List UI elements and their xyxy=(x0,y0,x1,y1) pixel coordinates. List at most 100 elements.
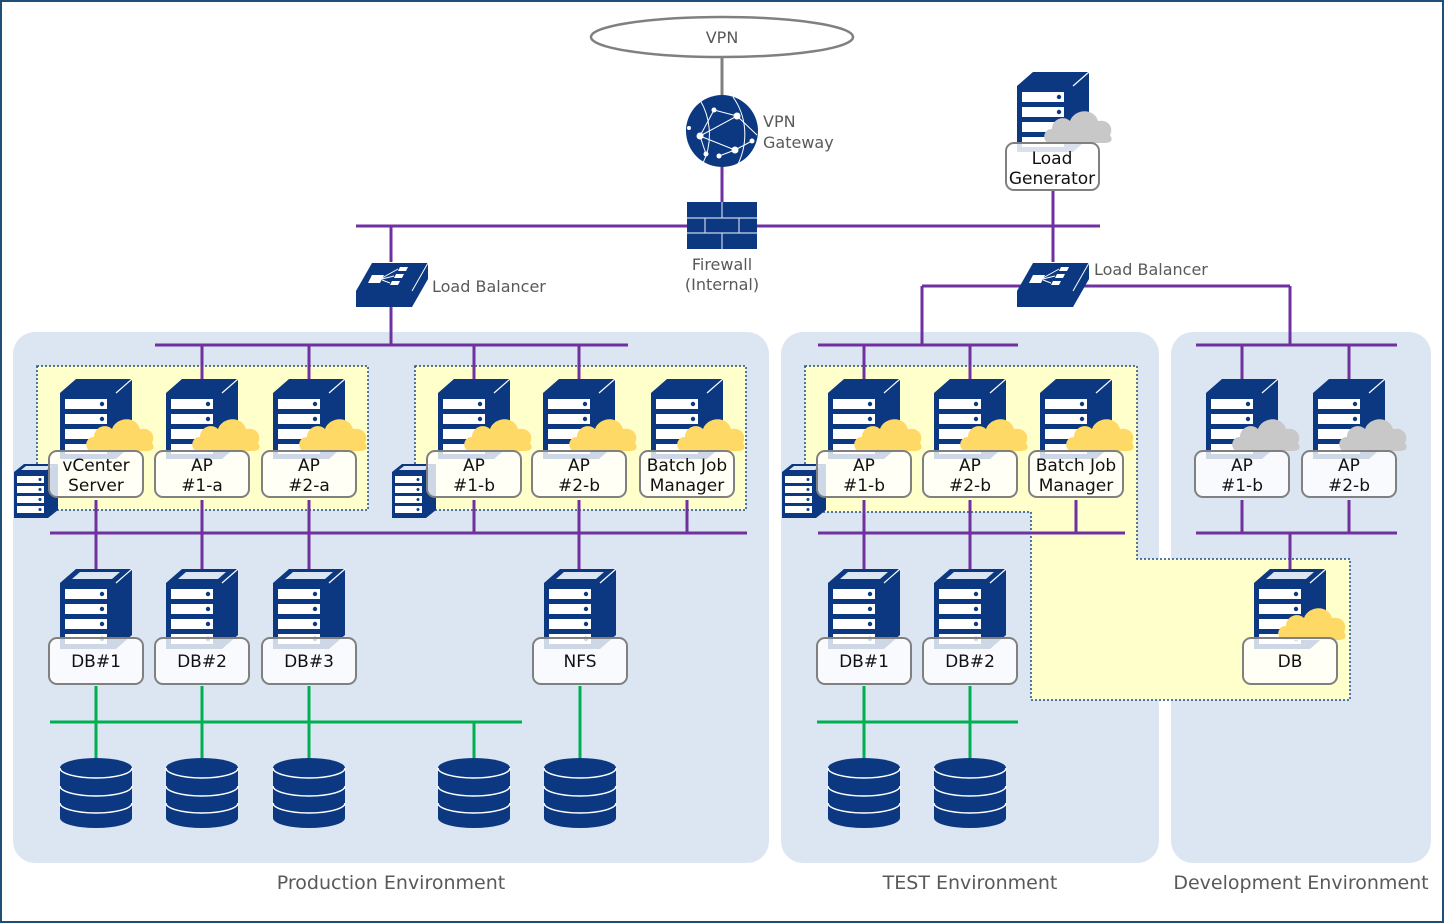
vpn-gateway-label-line1: VPN xyxy=(763,112,796,131)
server-label-box xyxy=(154,637,250,685)
db-server-node: DB#1 xyxy=(816,568,912,685)
server-label-line2: #2-b xyxy=(558,476,600,496)
load-balancer-test-dev-label: Load Balancer xyxy=(1094,260,1208,279)
ap-server-node: AP#1-b xyxy=(426,378,532,498)
server-label-box xyxy=(261,637,357,685)
firewall-icon xyxy=(687,202,757,249)
vpn-gateway: VPN Gateway xyxy=(686,95,834,167)
server-label: DB#3 xyxy=(284,652,334,672)
server-label-box xyxy=(154,450,250,498)
load-generator: Load Generator xyxy=(1005,71,1112,191)
ap-server-node: AP#2-a xyxy=(261,378,367,498)
storage-icon xyxy=(437,757,511,829)
load-balancer-icon xyxy=(355,262,429,308)
db-server-node: DB#1 xyxy=(48,568,144,685)
ap-server-node: AP#2-b xyxy=(922,378,1028,498)
server-label-line2: #2-a xyxy=(288,476,330,496)
server-label-box xyxy=(48,637,144,685)
server-label-line1: Batch Job xyxy=(647,456,727,476)
server-label-box xyxy=(816,637,912,685)
server-label-line2: #2-b xyxy=(1328,476,1370,496)
firewall-label-line2: (Internal) xyxy=(685,275,759,294)
storage-icon xyxy=(165,757,239,829)
ap-server-node: AP#2-b xyxy=(1301,378,1407,498)
server-label: DB#2 xyxy=(945,652,995,672)
server-label-line1: Batch Job xyxy=(1036,456,1116,476)
server-label-box xyxy=(426,450,522,498)
production-network-lines xyxy=(50,343,747,572)
storage-icon xyxy=(272,757,346,829)
db-server-node: NFS xyxy=(532,568,628,685)
vpn-gateway-label-line2: Gateway xyxy=(763,133,834,152)
development-network-lines xyxy=(1196,343,1397,572)
development-environment-label: Development Environment xyxy=(1173,872,1428,894)
server-label-line1: AP xyxy=(191,456,213,476)
db-server-node: DB xyxy=(1242,568,1346,685)
server-label-line1: AP xyxy=(298,456,320,476)
firewall: Firewall (Internal) xyxy=(685,202,759,294)
server-label: DB#1 xyxy=(71,652,121,672)
test-storage-lines xyxy=(817,686,1018,760)
storage-icon xyxy=(543,757,617,829)
server-label-box xyxy=(48,450,144,498)
vpn-label: VPN xyxy=(706,28,739,47)
production-environment-label: Production Environment xyxy=(277,872,505,894)
server-label-line2: Manager xyxy=(650,476,725,496)
load-generator-label-line2: Generator xyxy=(1009,169,1095,189)
top-network-lines xyxy=(356,56,1292,345)
ap-server-node: AP#2-b xyxy=(531,378,637,498)
load-balancer-icon xyxy=(1016,262,1090,308)
server-label-box xyxy=(922,450,1018,498)
load-generator-label-line1: Load xyxy=(1032,149,1073,169)
ap-server-node: AP#1-b xyxy=(1194,378,1300,498)
load-balancer-production-label: Load Balancer xyxy=(432,277,546,296)
test-network-lines xyxy=(818,343,1125,572)
server-label-box xyxy=(1242,637,1338,685)
server-label-box xyxy=(1301,450,1397,498)
ap-server-node: AP#1-a xyxy=(154,378,260,498)
firewall-label-line1: Firewall xyxy=(692,255,752,274)
server-label-box xyxy=(261,450,357,498)
db-server-node: DB#2 xyxy=(154,568,250,685)
server-label-box xyxy=(1028,450,1124,498)
server-label-line2: #2-b xyxy=(949,476,991,496)
server-label-line1: AP xyxy=(853,456,875,476)
server-label: DB#1 xyxy=(839,652,889,672)
server-label-line2: #1-b xyxy=(453,476,495,496)
server-label: DB xyxy=(1278,652,1303,672)
server-label: NFS xyxy=(564,652,597,672)
server-label-line2: #1-b xyxy=(1221,476,1263,496)
server-label-line1: AP xyxy=(463,456,485,476)
server-label-line2: #1-a xyxy=(181,476,223,496)
server-label-line1: AP xyxy=(568,456,590,476)
server-label-box xyxy=(816,450,912,498)
load-balancer-production: Load Balancer xyxy=(355,262,546,308)
db-server-node: DB#2 xyxy=(922,568,1018,685)
ap-server-node: AP#1-b xyxy=(816,378,922,498)
server-label-line1: AP xyxy=(1338,456,1360,476)
server-label-line2: Server xyxy=(68,476,124,496)
production-storage-lines xyxy=(50,686,582,760)
server-label-box xyxy=(531,450,627,498)
server-label-line1: AP xyxy=(1231,456,1253,476)
load-balancer-test-dev: Load Balancer xyxy=(1016,260,1208,308)
server-label: DB#2 xyxy=(177,652,227,672)
globe-network-icon xyxy=(686,95,758,167)
server-label-line1: vCenter xyxy=(62,456,129,476)
server-label-box xyxy=(532,637,628,685)
server-label-line2: #1-b xyxy=(843,476,885,496)
storage-icon xyxy=(59,757,133,829)
server-label-line2: Manager xyxy=(1039,476,1114,496)
storage-icon xyxy=(933,757,1007,829)
server-label-box xyxy=(639,450,735,498)
server-label-box xyxy=(922,637,1018,685)
vpn-cloud: VPN xyxy=(589,15,855,59)
server-label-line1: AP xyxy=(959,456,981,476)
db-server-node: DB#3 xyxy=(261,568,357,685)
storage-icon xyxy=(827,757,901,829)
